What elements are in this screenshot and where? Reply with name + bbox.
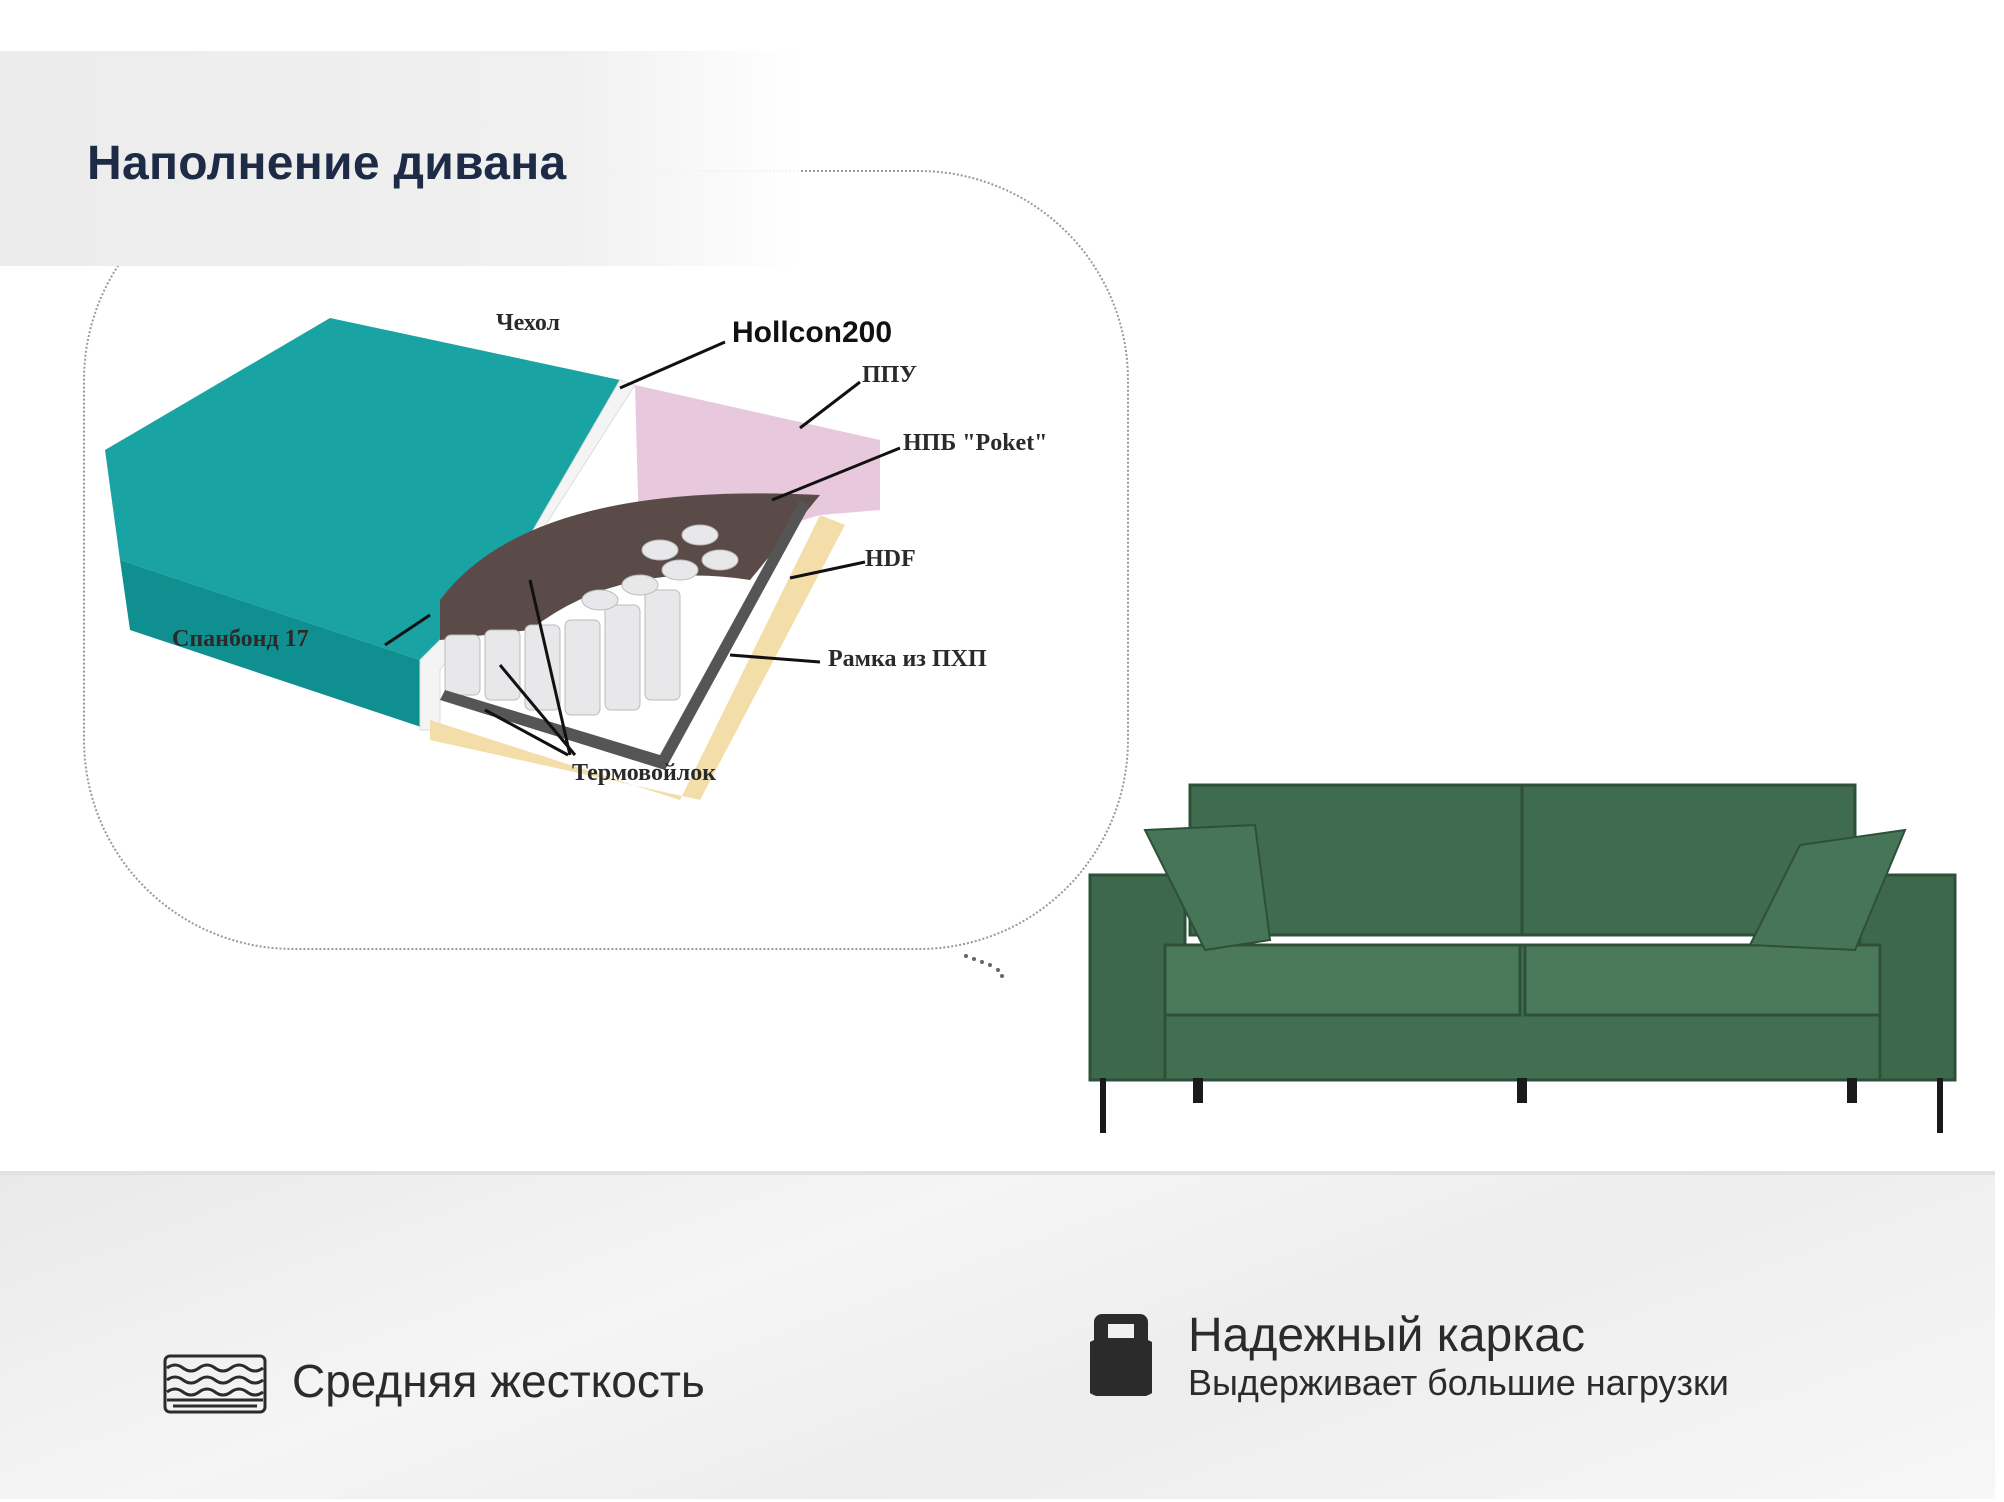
features-band [0, 1171, 1995, 1499]
label-hdf: HDF [865, 546, 916, 572]
label-frame: Рамка из ПХП [828, 646, 987, 672]
feature-frame-title: Надежный каркас [1188, 1309, 1585, 1362]
header-band-cover [0, 51, 800, 266]
mattress-cross-section [105, 318, 901, 800]
page-title: Наполнение дивана [87, 137, 567, 190]
feature-firmness: Средняя жесткость [292, 1355, 705, 1407]
label-ppu: ППУ [862, 362, 917, 388]
label-npb: НПБ "Poket" [903, 430, 1048, 456]
label-spanbond: Спанбонд 17 [172, 626, 309, 652]
sofa-filling-diagram: Чехол Hollcon200 ППУ НПБ "Poket" HDF Спа… [100, 300, 1110, 800]
label-thermofelt: Термовойлок [572, 760, 717, 786]
feature-frame-subtitle: Выдерживает большие нагрузки [1188, 1362, 1729, 1403]
label-hollcon: Hollcon200 [732, 316, 893, 349]
bubble-tail-dots [964, 954, 1004, 978]
green-sofa-image [1088, 783, 1957, 1133]
mattress-icon [163, 1354, 267, 1414]
kettlebell-icon [1090, 1314, 1152, 1396]
label-cover: Чехол [496, 310, 561, 336]
